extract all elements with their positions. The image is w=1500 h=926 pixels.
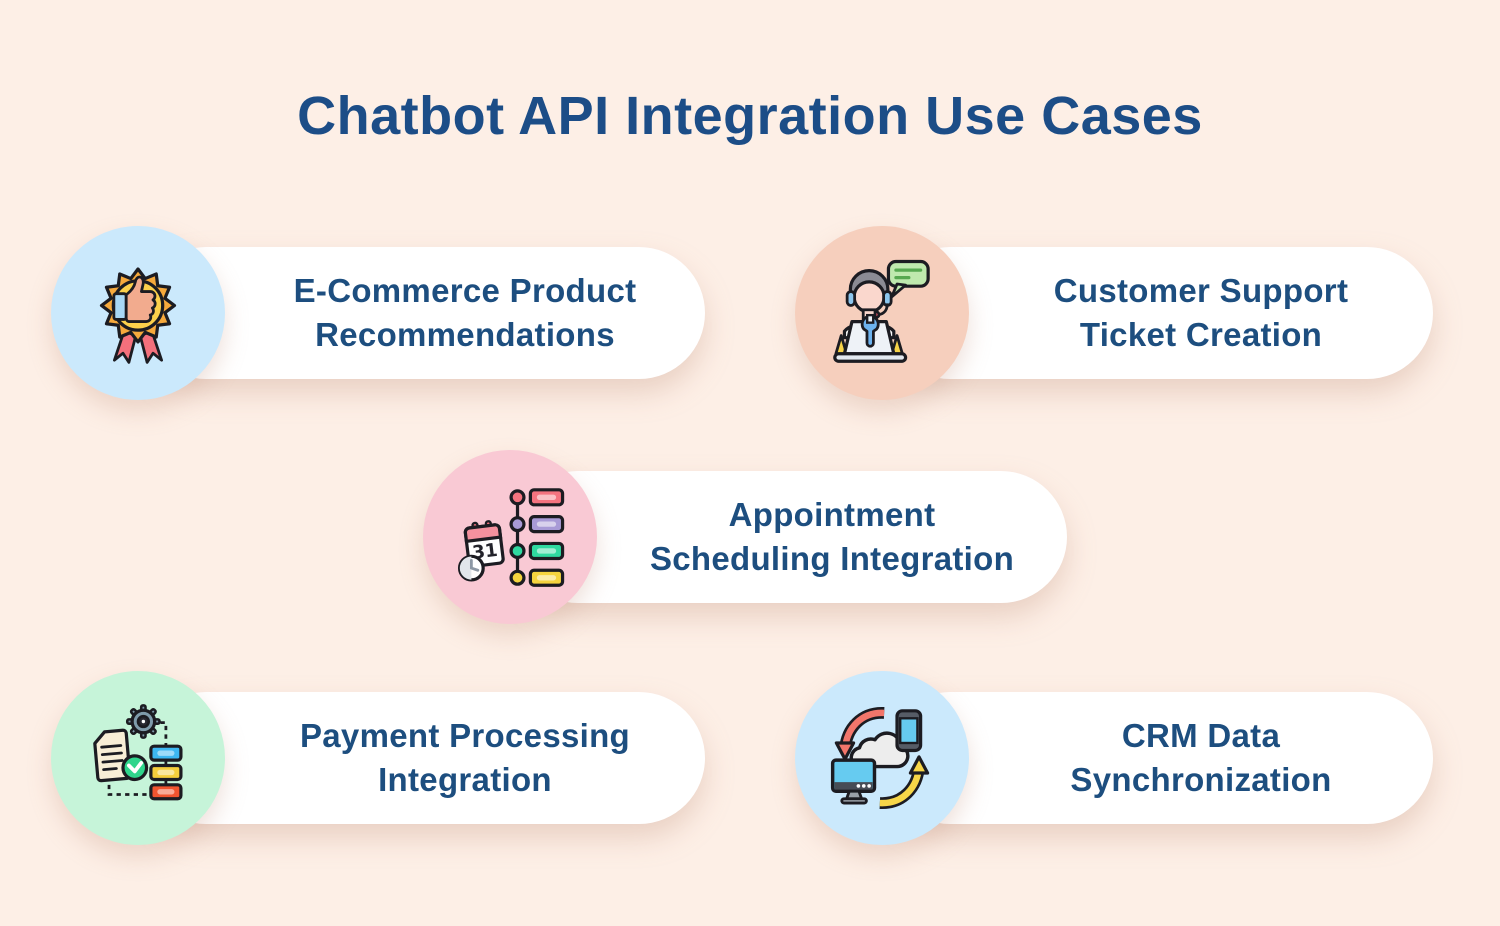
use-case-label: CRM Data Synchronization xyxy=(1070,717,1332,798)
use-case-pill: Payment Processing Integration xyxy=(140,692,705,824)
use-case-label: Customer Support Ticket Creation xyxy=(1053,272,1349,353)
icon-circle xyxy=(795,671,969,845)
icon-circle: 31 xyxy=(423,450,597,624)
use-case-pill: E-Commerce Product Recommendations xyxy=(140,247,705,379)
document-gear-workflow-icon xyxy=(79,699,197,817)
page-title: Chatbot API Integration Use Cases xyxy=(297,86,1203,146)
cloud-sync-devices-icon xyxy=(823,699,941,817)
use-case-label: E-Commerce Product Recommendations xyxy=(293,272,637,353)
icon-circle xyxy=(795,226,969,400)
icon-circle xyxy=(51,671,225,845)
support-agent-icon xyxy=(823,254,941,372)
use-case-pill: CRM Data Synchronization xyxy=(884,692,1433,824)
use-case-label: Payment Processing Integration xyxy=(299,717,631,798)
use-case-pill: Appointment Scheduling Integration xyxy=(512,471,1067,603)
award-thumbs-up-icon xyxy=(79,254,197,372)
use-case-pill: Customer Support Ticket Creation xyxy=(884,247,1433,379)
icon-circle xyxy=(51,226,225,400)
calendar-schedule-icon: 31 xyxy=(451,478,569,596)
use-case-label: Appointment Scheduling Integration xyxy=(649,496,1015,577)
